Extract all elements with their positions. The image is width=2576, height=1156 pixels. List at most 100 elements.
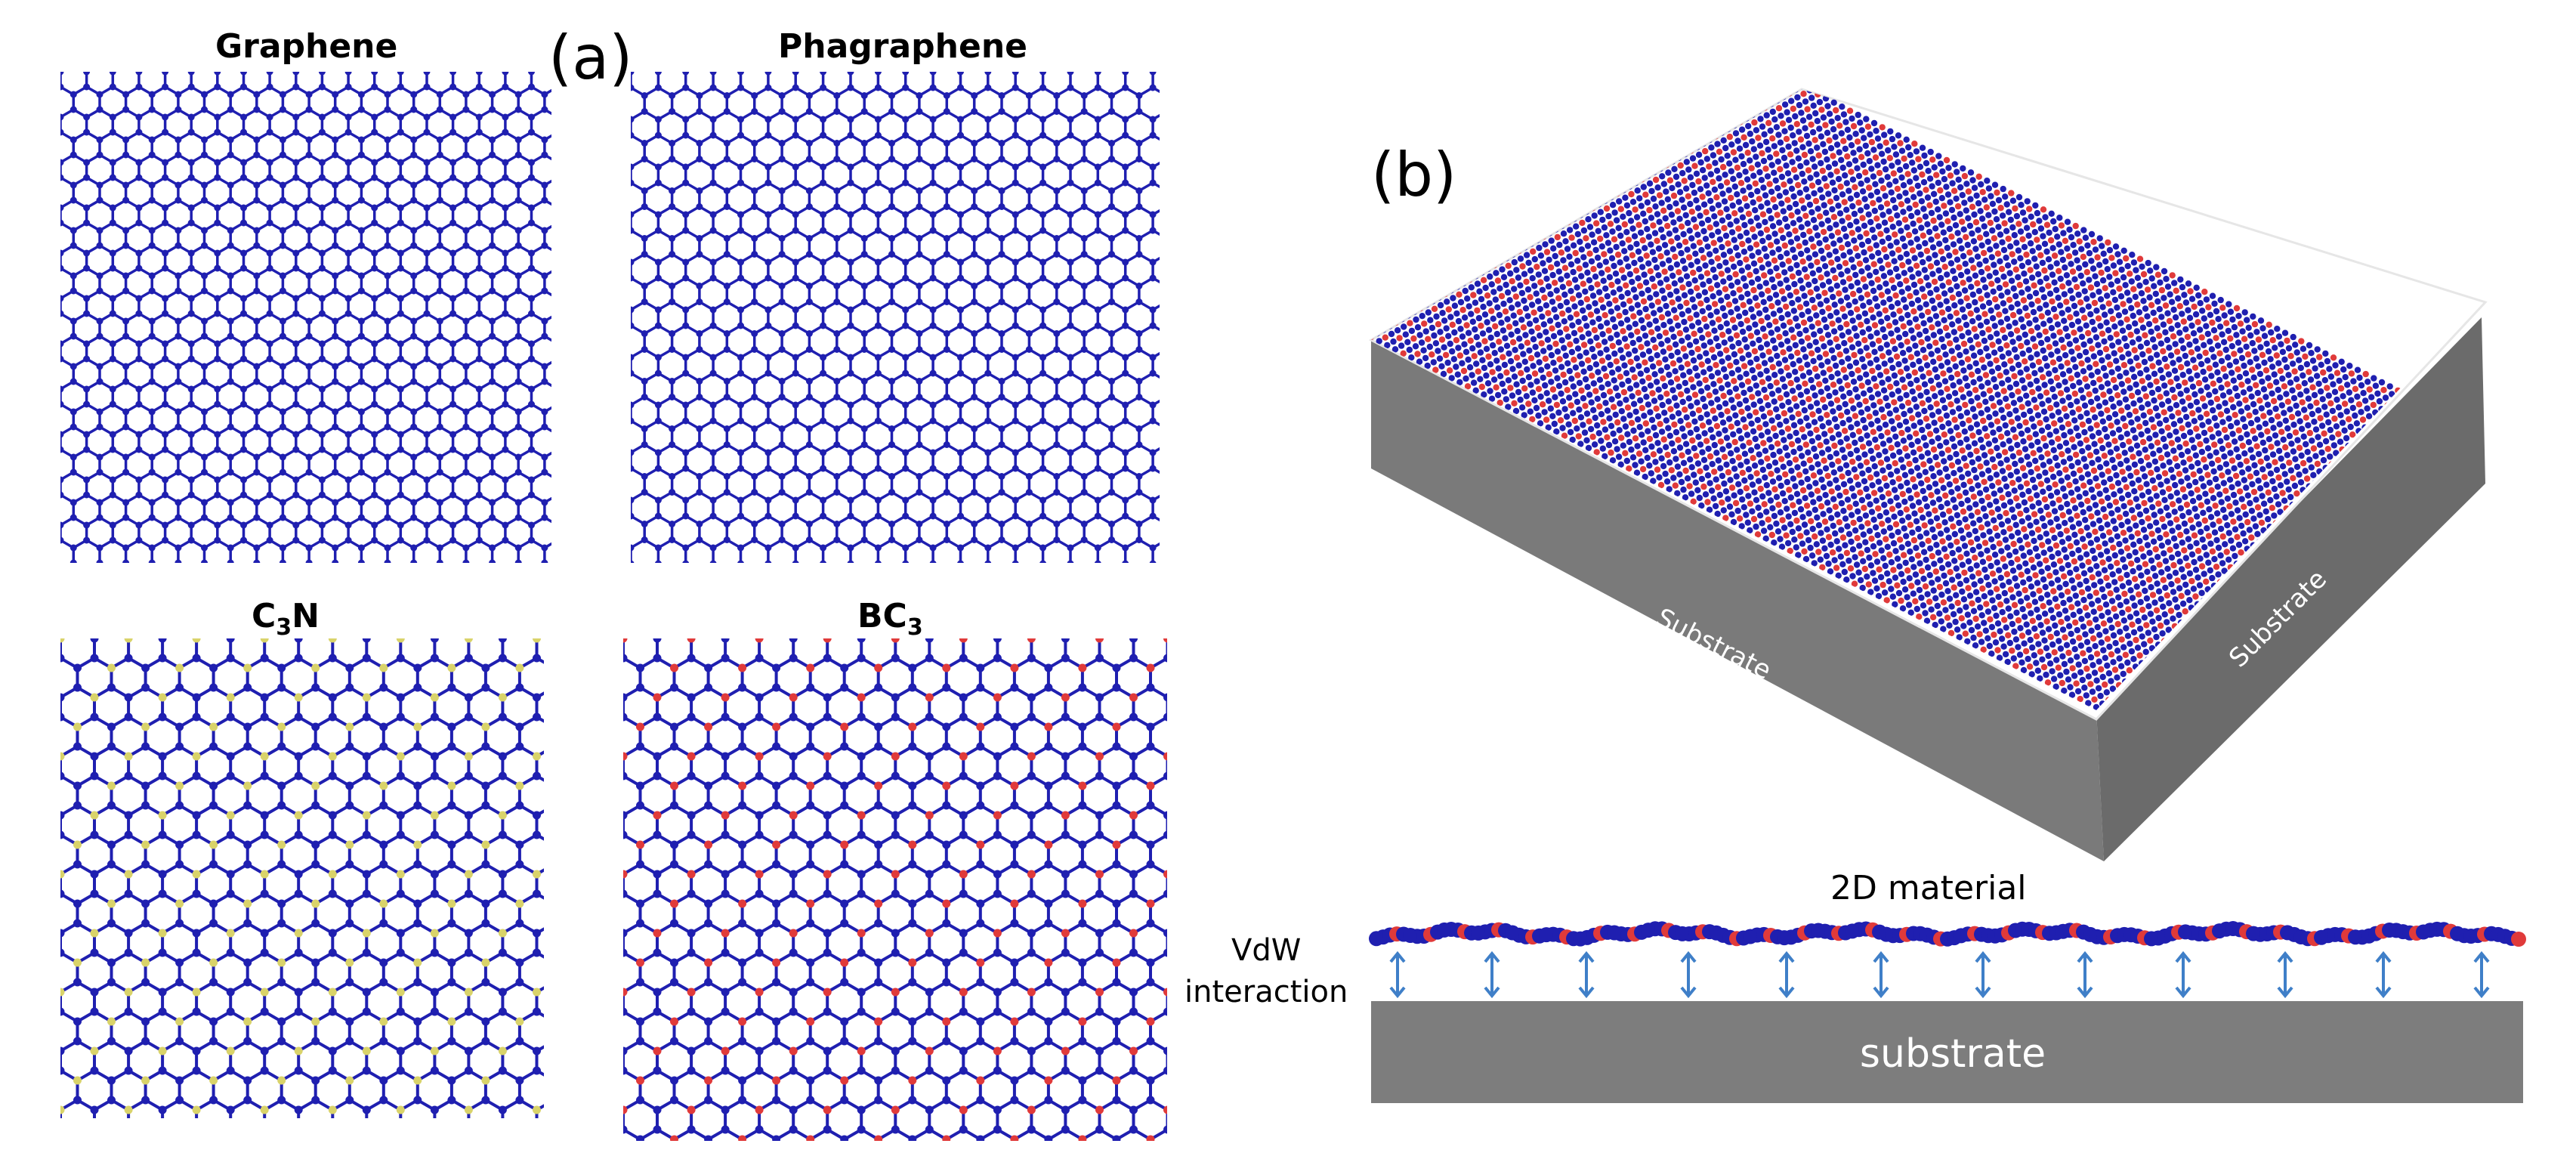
carbon-atom bbox=[379, 801, 388, 810]
carbon-atom bbox=[1053, 489, 1061, 496]
carbon-atom bbox=[362, 1007, 371, 1016]
dopant-atom bbox=[738, 1017, 747, 1026]
carbon-atom bbox=[833, 108, 841, 115]
carbon-atom bbox=[1122, 417, 1129, 425]
carbon-atom bbox=[122, 227, 130, 234]
carbon-atom bbox=[696, 108, 703, 115]
carbon-atom bbox=[158, 948, 167, 957]
carbon-atom bbox=[669, 536, 676, 543]
carbon-atom bbox=[984, 131, 992, 139]
carbon-atom bbox=[1067, 227, 1074, 234]
carbon-atom bbox=[109, 521, 116, 529]
carbon-atom bbox=[362, 870, 371, 879]
carbon-atom bbox=[636, 801, 644, 810]
carbon-atom bbox=[90, 1066, 99, 1075]
carbon-atom bbox=[925, 712, 934, 722]
carbon-atom bbox=[971, 156, 978, 162]
carbon-atom bbox=[413, 742, 422, 751]
carbon-atom bbox=[305, 468, 313, 476]
carbon-atom bbox=[1012, 179, 1019, 187]
carbon-atom bbox=[69, 272, 77, 280]
carbon-atom bbox=[723, 473, 730, 480]
carbon-atom bbox=[682, 227, 690, 234]
carbon-atom bbox=[874, 683, 883, 692]
carbon-atom bbox=[805, 283, 813, 289]
carbon-atom bbox=[1080, 156, 1088, 162]
carbon-atom bbox=[528, 536, 535, 544]
carbon-atom bbox=[1067, 84, 1074, 91]
carbon-atom bbox=[397, 400, 404, 408]
carbon-atom bbox=[148, 378, 156, 385]
carbon-atom bbox=[528, 159, 535, 166]
carbon-atom bbox=[874, 919, 883, 928]
carbon-atom bbox=[175, 499, 182, 506]
dopant-atom bbox=[464, 1105, 473, 1114]
carbon-atom bbox=[122, 242, 130, 249]
dopant-atom bbox=[311, 663, 320, 672]
dopant-atom bbox=[976, 722, 985, 731]
carbon-atom bbox=[122, 136, 130, 144]
carbon-atom bbox=[709, 116, 717, 123]
carbon-atom bbox=[737, 131, 744, 139]
carbon-atom bbox=[1080, 187, 1088, 194]
carbon-atom bbox=[959, 830, 968, 839]
carbon-atom bbox=[925, 752, 934, 761]
carbon-atom bbox=[83, 355, 91, 363]
carbon-atom bbox=[481, 978, 490, 987]
carbon-atom bbox=[122, 408, 130, 416]
carbon-atom bbox=[682, 274, 690, 282]
dopant-atom bbox=[447, 663, 456, 672]
carbon-atom bbox=[623, 1125, 628, 1134]
carbon-atom bbox=[1163, 830, 1167, 839]
carbon-atom bbox=[908, 860, 917, 869]
carbon-atom bbox=[332, 227, 339, 234]
carbon-atom bbox=[1078, 683, 1087, 692]
carbon-atom bbox=[135, 174, 143, 181]
carbon-atom bbox=[514, 136, 522, 144]
carbon-atom bbox=[971, 187, 978, 194]
carbon-atom bbox=[135, 204, 143, 212]
carbon-atom bbox=[175, 742, 184, 751]
carbon-atom bbox=[669, 298, 676, 305]
carbon-atom bbox=[959, 889, 968, 898]
carbon-atom bbox=[475, 491, 483, 499]
carbon-atom bbox=[175, 801, 184, 810]
carbon-atom bbox=[528, 476, 535, 484]
dopant-atom bbox=[396, 752, 405, 761]
carbon-atom bbox=[430, 1007, 439, 1016]
dopant-atom bbox=[857, 929, 866, 938]
carbon-atom bbox=[682, 354, 690, 361]
carbon-atom bbox=[397, 219, 404, 227]
carbon-atom bbox=[860, 473, 868, 480]
carbon-atom bbox=[260, 811, 269, 820]
carbon-atom bbox=[253, 559, 261, 563]
carbon-atom bbox=[943, 187, 950, 194]
carbon-atom bbox=[305, 136, 313, 144]
carbon-atom bbox=[875, 560, 882, 563]
carbon-atom bbox=[755, 1046, 764, 1056]
carbon-atom bbox=[874, 131, 882, 139]
carbon-atom bbox=[1025, 330, 1033, 337]
carbon-atom bbox=[636, 1096, 644, 1105]
carbon-atom bbox=[696, 441, 703, 448]
carbon-atom bbox=[148, 468, 156, 476]
carbon-atom bbox=[90, 638, 99, 643]
carbon-atom bbox=[1039, 258, 1047, 266]
carbon-atom bbox=[515, 683, 524, 692]
carbon-atom bbox=[1044, 1017, 1053, 1026]
carbon-atom bbox=[175, 468, 182, 476]
carbon-atom bbox=[764, 322, 772, 329]
carbon-atom bbox=[475, 113, 483, 121]
carbon-atom bbox=[908, 1135, 917, 1141]
carbon-atom bbox=[379, 919, 388, 928]
carbon-atom bbox=[96, 151, 103, 159]
carbon-atom bbox=[502, 159, 509, 166]
carbon-atom bbox=[696, 378, 703, 385]
carbon-atom bbox=[1044, 919, 1053, 928]
carbon-atom bbox=[175, 91, 182, 98]
carbon-atom bbox=[107, 919, 116, 928]
carbon-atom bbox=[253, 151, 261, 159]
carbon-atom bbox=[253, 91, 261, 98]
carbon-atom bbox=[90, 654, 99, 663]
carbon-atom bbox=[318, 491, 326, 499]
